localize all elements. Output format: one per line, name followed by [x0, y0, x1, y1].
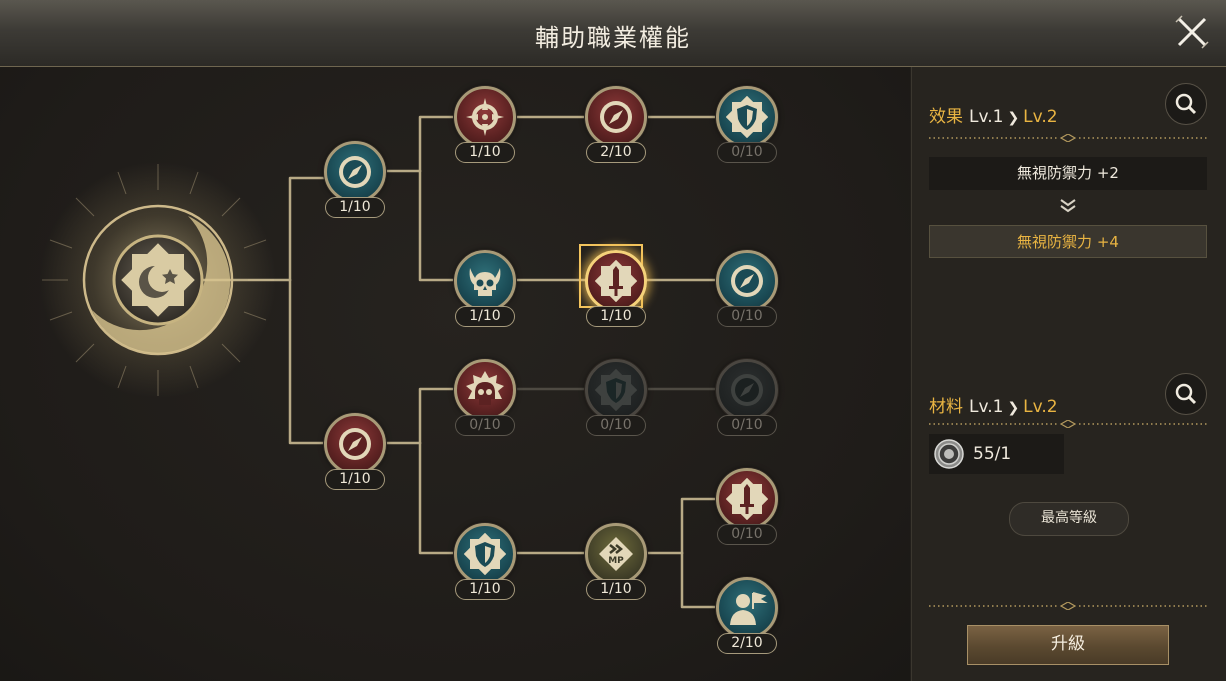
- title-bar: 輔助職業權能: [0, 0, 1226, 67]
- skill-level-badge: 0/10: [717, 415, 777, 436]
- skill-icon-button[interactable]: [454, 86, 516, 148]
- search-icon: [1175, 383, 1197, 405]
- close-icon[interactable]: [1170, 10, 1214, 54]
- divider: [929, 134, 1207, 142]
- effect-label: 效果: [929, 107, 963, 127]
- skill-icon-button[interactable]: [454, 359, 516, 421]
- shield-icon: [464, 533, 506, 575]
- skill-icon-button[interactable]: [324, 413, 386, 475]
- root-node[interactable]: [38, 160, 278, 400]
- compass-icon: [731, 374, 763, 406]
- material-item[interactable]: 55/1: [929, 434, 1064, 474]
- material-info-button[interactable]: [1165, 373, 1207, 415]
- skill-icon-button[interactable]: [454, 250, 516, 312]
- compass-icon: [731, 265, 763, 297]
- sword-icon: [595, 260, 637, 302]
- tree-connectors: [198, 115, 719, 609]
- material-label: 材料: [929, 397, 963, 417]
- skill-level-badge: 0/10: [455, 415, 515, 436]
- effect-header: 效果 Lv.1❯Lv.2: [929, 102, 1058, 127]
- ring-coin-icon: [934, 439, 964, 469]
- skill-level-badge: 1/10: [325, 469, 385, 490]
- chevron-right-icon: ❯: [1007, 400, 1020, 416]
- skill-level-badge: 0/10: [717, 524, 777, 545]
- next-effect: 無視防禦力 +4: [929, 225, 1207, 258]
- divider: [929, 420, 1207, 428]
- divider: [929, 602, 1207, 610]
- skill-icon-button[interactable]: [716, 86, 778, 148]
- current-effect: 無視防禦力 +2: [929, 157, 1207, 190]
- window-title: 輔助職業權能: [535, 24, 691, 52]
- material-level-to: Lv.2: [1023, 397, 1058, 417]
- material-level-from: Lv.1: [969, 397, 1004, 417]
- person-flag-icon: [730, 592, 768, 625]
- skull-burst-icon: [466, 371, 504, 405]
- crosshair-icon: [466, 98, 504, 136]
- skill-icon-button[interactable]: [585, 86, 647, 148]
- skill-tree-panel: 1/10 1/10 1/10: [0, 67, 910, 681]
- skill-level-badge: 2/10: [717, 633, 777, 654]
- skill-level-badge: 1/10: [455, 579, 515, 600]
- skill-icon-button[interactable]: MP: [585, 523, 647, 585]
- skill-icon-button[interactable]: [454, 523, 516, 585]
- double-chevron-down-icon: [1060, 199, 1076, 213]
- effect-level-from: Lv.1: [969, 107, 1004, 127]
- skill-level-badge: 2/10: [586, 142, 646, 163]
- material-header: 材料 Lv.1❯Lv.2: [929, 392, 1058, 417]
- skill-icon-button[interactable]: [716, 250, 778, 312]
- skill-level-badge: 1/10: [455, 306, 515, 327]
- skill-level-badge: 1/10: [455, 142, 515, 163]
- skill-icon-button[interactable]: [716, 577, 778, 639]
- skill-icon-button[interactable]: [324, 141, 386, 203]
- skill-level-badge: 0/10: [717, 142, 777, 163]
- skill-level-badge: 0/10: [717, 306, 777, 327]
- compass-icon: [600, 101, 632, 133]
- skill-icon-button[interactable]: [716, 468, 778, 530]
- skull-horns-icon: [469, 268, 501, 296]
- sword-icon: [726, 478, 768, 520]
- mp-icon: MP: [599, 537, 633, 571]
- skill-level-badge: 1/10: [325, 197, 385, 218]
- skill-icon-button[interactable]: [585, 250, 647, 312]
- skill-icon-button[interactable]: [585, 359, 647, 421]
- compass-icon: [339, 428, 371, 460]
- upgrade-button[interactable]: 升級: [967, 625, 1169, 665]
- skill-level-badge: 0/10: [586, 415, 646, 436]
- max-level-button[interactable]: 最高等級: [1009, 502, 1129, 536]
- shield-icon: [726, 96, 768, 138]
- skill-level-badge: 1/10: [586, 306, 646, 327]
- effect-info-button[interactable]: [1165, 83, 1207, 125]
- effect-level-to: Lv.2: [1023, 107, 1058, 127]
- skill-icon-button[interactable]: [716, 359, 778, 421]
- compass-icon: [339, 156, 371, 188]
- svg-text:MP: MP: [608, 556, 624, 566]
- shield-icon: [595, 369, 637, 411]
- material-count: 55/1: [973, 444, 1012, 464]
- chevron-right-icon: ❯: [1007, 110, 1020, 126]
- search-icon: [1175, 93, 1197, 115]
- skill-level-badge: 1/10: [586, 579, 646, 600]
